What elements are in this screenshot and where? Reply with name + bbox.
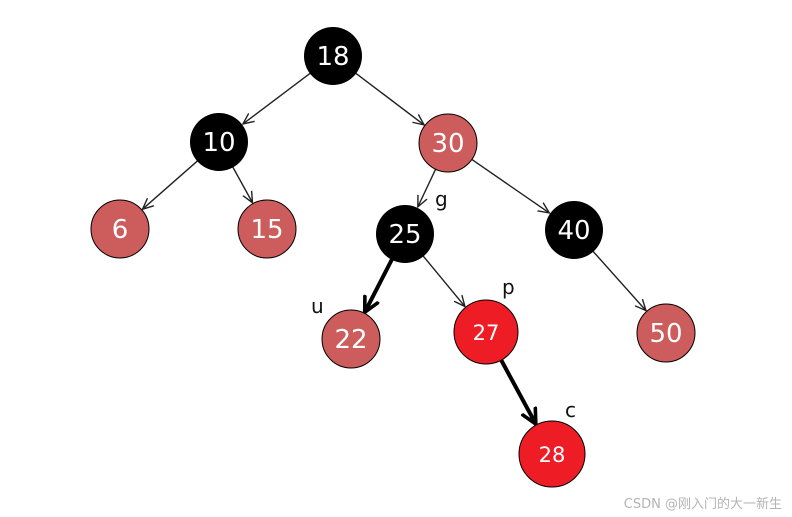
node-label: 25	[388, 220, 421, 250]
edge-30-to-40	[469, 157, 549, 213]
node-label: 40	[557, 216, 590, 246]
node-label: 50	[649, 319, 682, 349]
node-label: 10	[202, 128, 235, 158]
edge-40-to-50	[591, 249, 646, 310]
node-label: 28	[539, 443, 566, 467]
annotation-g: g	[435, 187, 448, 211]
tree-node-25: 25	[376, 205, 434, 263]
node-circle	[545, 201, 603, 259]
edge-27-to-28	[498, 357, 536, 424]
node-label: 18	[316, 42, 349, 72]
node-label: 15	[250, 215, 283, 245]
node-circle	[90, 199, 150, 259]
edge-10-to-15	[231, 165, 252, 203]
node-circle	[376, 205, 434, 263]
annotation-u: u	[311, 294, 324, 318]
node-circle	[304, 27, 362, 85]
nodes-layer: 18 10 30 6 15 25 40 22 27 50 28	[90, 27, 696, 488]
tree-node-18: 18	[304, 27, 362, 85]
edge-25-to-22	[365, 257, 395, 312]
tree-node-6: 6	[90, 199, 150, 259]
tree-node-22: 22	[321, 309, 381, 369]
tree-node-40: 40	[545, 201, 603, 259]
tree-node-10: 10	[190, 113, 248, 171]
node-circle	[418, 113, 478, 173]
node-circle	[453, 299, 519, 365]
node-label: 22	[334, 325, 367, 355]
annotation-c: c	[565, 398, 576, 422]
tree-node-28: 28	[518, 420, 586, 488]
edge-18-to-30	[354, 71, 425, 125]
annotations-layer: g u p c	[311, 187, 576, 422]
node-circle	[518, 420, 586, 488]
watermark-text: CSDN @刚入门的大一新生	[624, 496, 782, 512]
tree-node-30: 30	[418, 113, 478, 173]
node-label: 27	[473, 321, 500, 345]
tree-node-50: 50	[636, 303, 696, 363]
node-circle	[237, 199, 297, 259]
edge-25-to-27	[421, 254, 465, 307]
node-circle	[190, 113, 248, 171]
tree-node-27: 27	[453, 299, 519, 365]
node-label: 6	[112, 215, 129, 245]
edge-30-to-25	[418, 167, 438, 206]
annotation-p: p	[502, 275, 515, 299]
node-circle	[321, 309, 381, 369]
node-circle	[636, 303, 696, 363]
edge-18-to-10	[243, 71, 312, 124]
edge-10-to-6	[143, 159, 200, 209]
node-label: 30	[431, 129, 464, 159]
edges-layer	[143, 71, 646, 424]
tree-node-15: 15	[237, 199, 297, 259]
